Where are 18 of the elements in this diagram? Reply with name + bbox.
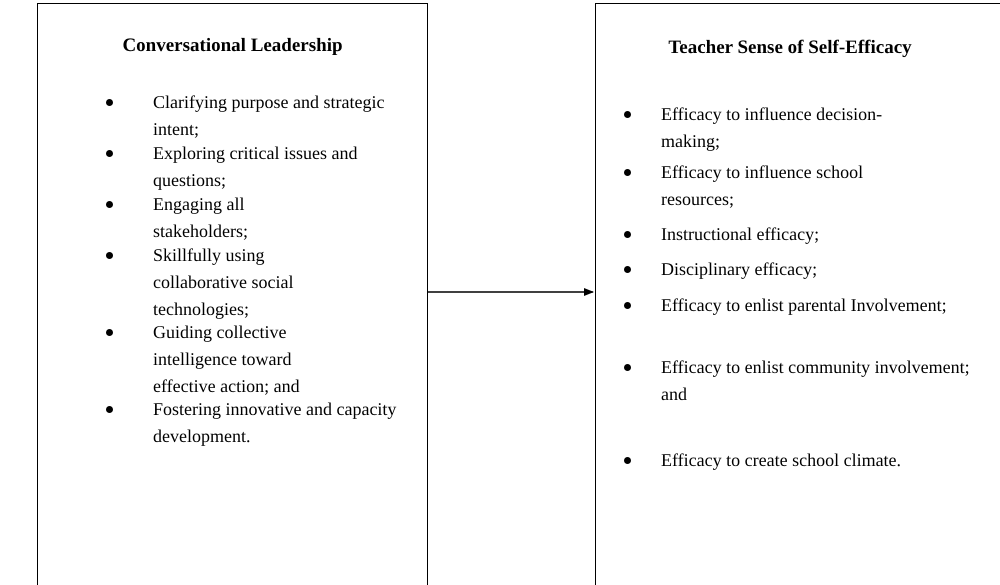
list-item: Instructional efficacy; xyxy=(661,223,820,246)
list-item: Efficacy to influence school resources; xyxy=(661,161,864,211)
content-box xyxy=(595,3,1000,585)
list-item: Guiding collective intelligence toward effective action; and xyxy=(153,321,301,398)
box-heading: Conversational Leadership xyxy=(121,34,344,58)
list-item: Efficacy to enlist community involvement; and xyxy=(661,356,971,406)
list-item: Efficacy to influence decision-making; xyxy=(661,103,884,153)
list-item: Efficacy to create school climate. xyxy=(661,449,902,472)
list-item: Efficacy to enlist parental Involvement; xyxy=(661,294,948,317)
list-item: Skillfully using collaborative social technologies; xyxy=(153,244,294,321)
list-item: Disciplinary efficacy; xyxy=(661,258,818,281)
list-item: Exploring critical issues and questions; xyxy=(153,142,358,192)
list-item: Clarifying purpose and strategic intent; xyxy=(153,91,386,141)
arrow xyxy=(428,288,594,296)
list-item: Fostering innovative and capacity development. xyxy=(153,398,398,448)
box-heading: Teacher Sense of Self-Efficacy xyxy=(667,36,913,60)
list-item: Engaging all stakeholders; xyxy=(153,193,249,243)
content-box xyxy=(37,3,428,585)
